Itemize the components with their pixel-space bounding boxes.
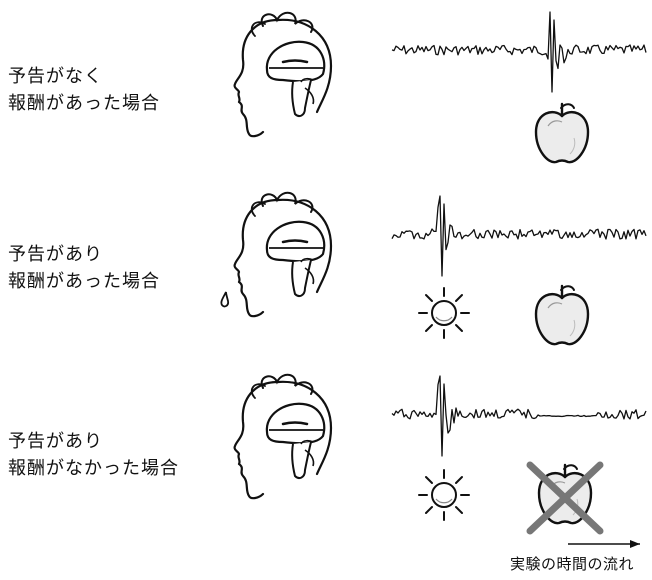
head-with-brain-icon — [235, 375, 331, 498]
crossed-out-apple-icon — [530, 465, 600, 531]
neuron-trace — [392, 376, 646, 456]
head-with-brain-icon — [235, 13, 331, 136]
neuron-trace — [392, 12, 646, 92]
neuron-trace — [392, 196, 646, 276]
time-axis-label: 実験の時間の流れ — [510, 553, 634, 574]
time-arrow-icon — [568, 540, 640, 548]
head-with-brain-icon — [235, 193, 331, 316]
sun-icon — [419, 470, 469, 520]
sun-icon — [419, 288, 469, 338]
saliva-drop-icon — [221, 292, 228, 306]
apple-icon — [536, 286, 588, 344]
apple-icon — [536, 104, 588, 162]
